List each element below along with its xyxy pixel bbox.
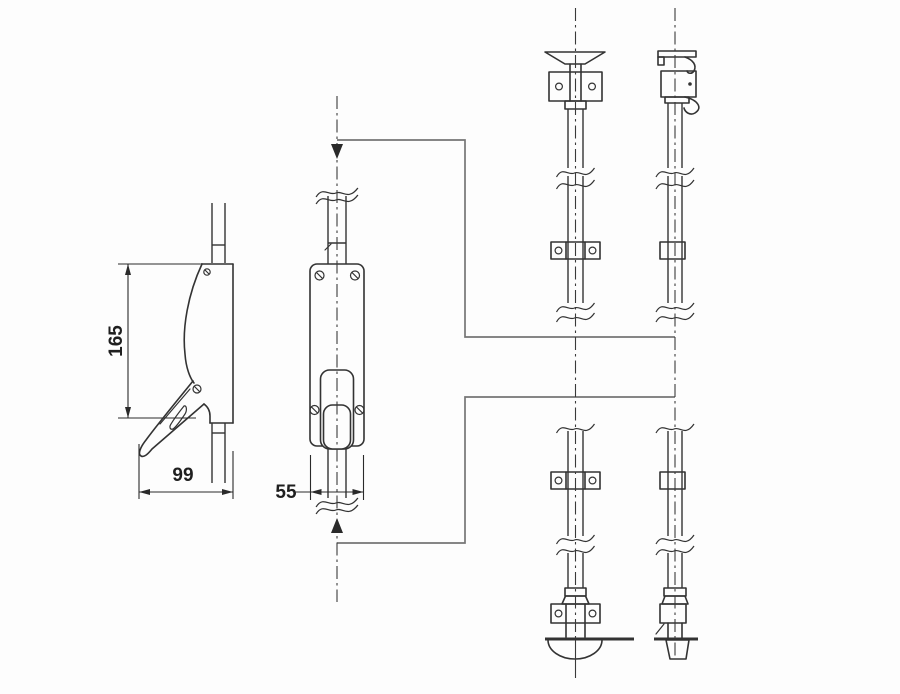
floor-socket: [665, 639, 690, 660]
top-latch-side: [657, 50, 700, 115]
rod: [667, 103, 683, 588]
dimension-55: 55: [275, 455, 365, 503]
rod: [211, 203, 226, 483]
guide-plate: [550, 241, 601, 260]
flow-arrow-up: [331, 518, 343, 533]
bottom-bolt-side: [655, 587, 689, 639]
guide-block: [659, 471, 686, 490]
flow-arrow-down: [331, 144, 343, 159]
guide-block: [659, 241, 686, 260]
dimension-55-label: 55: [275, 482, 297, 503]
front-view: 55: [275, 96, 365, 602]
rod: [567, 109, 584, 588]
screw-icon: [192, 268, 211, 394]
vertical-rod-front-view: [544, 8, 634, 678]
rod-break-marks: [315, 187, 359, 515]
dimension-165: 165: [106, 263, 200, 419]
vertical-rod-side-view: [654, 8, 700, 660]
dimension-99: 99: [138, 444, 234, 499]
dimension-99-label: 99: [172, 465, 193, 486]
side-view: 165 99: [106, 203, 234, 499]
lever-handle: [138, 380, 205, 458]
bottom-connector-line: [337, 396, 675, 544]
top-connector-line: [337, 139, 675, 338]
lock-body-side: [183, 263, 234, 424]
dimension-165-label: 165: [106, 325, 127, 357]
bottom-bolt-bracket: [550, 587, 601, 638]
rod: [324, 196, 347, 498]
